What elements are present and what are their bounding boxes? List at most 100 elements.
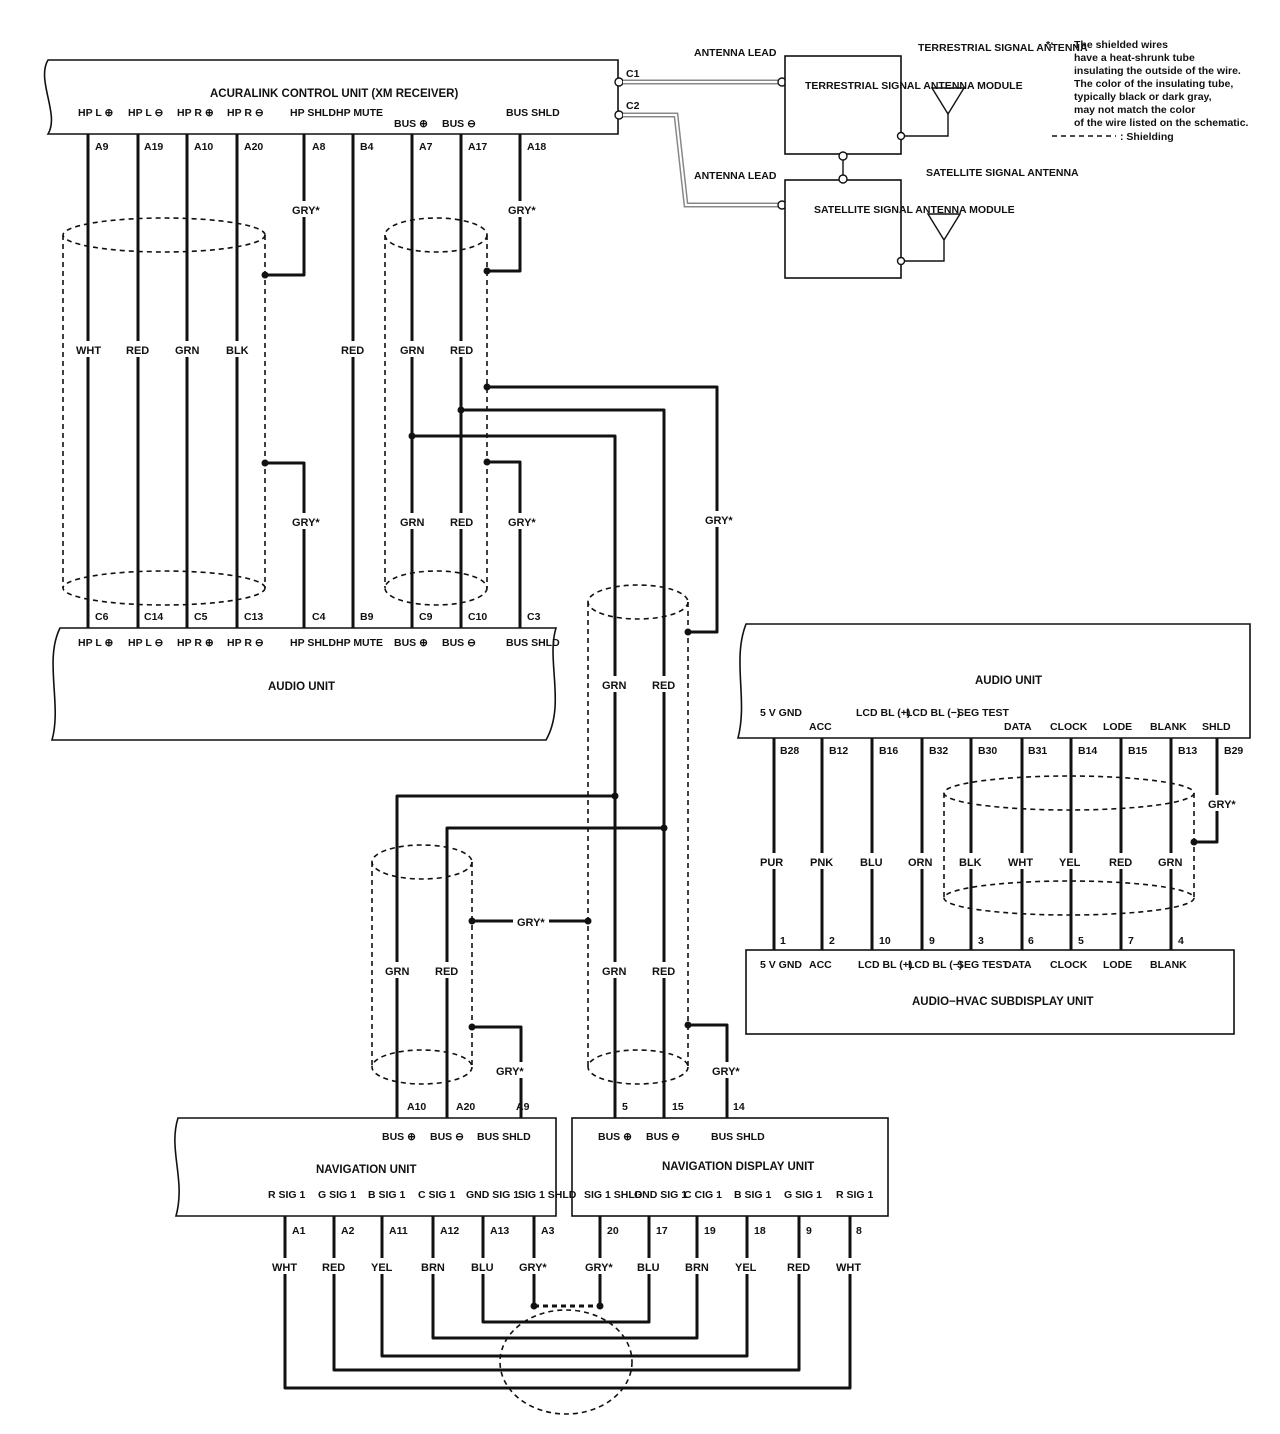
audio-right-pin-b14: B14	[1078, 745, 1097, 757]
color-nav-g-sig: RED	[322, 1262, 345, 1274]
color-lode: RED	[1109, 857, 1132, 869]
acuralink-pin-b4: B4	[360, 141, 374, 153]
note-line-4: The color of the insulating tube,	[1074, 78, 1233, 90]
wire-r-sig	[283, 1216, 852, 1390]
dot-hp-shld-bottom	[261, 459, 269, 467]
audio-right-pin-labels: 5 V GND ACC LCD BL (+) LCD BL (−) SEG TE…	[760, 707, 1243, 757]
audio-left-label-7: BUS ⊕	[394, 637, 428, 649]
nav-pin-a9: A9	[516, 1101, 530, 1113]
subdisplay-label-6: DATA	[1004, 959, 1032, 971]
acuralink-pin-a20: A20	[244, 141, 263, 153]
color-lcd-bl-minus: ORN	[908, 857, 933, 869]
acuralink-pin-label-7: BUS ⊕	[394, 118, 428, 130]
nav-sig-label-4: C SIG 1	[418, 1189, 456, 1201]
color-nav-bus-minus: RED	[435, 966, 458, 978]
note-line-6: may not match the color	[1074, 104, 1195, 116]
audio-left-pin-c10: C10	[468, 611, 487, 623]
shield-subdisplay-bottom	[943, 880, 1195, 916]
audio-right-pin-b15: B15	[1128, 745, 1147, 757]
wire-bus-shld-top	[487, 134, 522, 273]
audio-left-label-2: HP L ⊖	[128, 637, 163, 649]
acuralink-pin-label-2: HP L ⊖	[128, 107, 163, 119]
antenna-section: ANTENNA LEAD ANTENNA LEAD TERRESTRIAL SI…	[623, 42, 1088, 279]
color-display-bus-plus-upper: GRN	[602, 680, 627, 692]
display-pin-20: 20	[607, 1225, 619, 1237]
antenna-lead-2-cable	[623, 112, 782, 208]
wire-b-sig	[380, 1216, 749, 1358]
acuralink-pin-a8: A8	[312, 141, 326, 153]
shield-bus-display-top	[587, 584, 689, 620]
wire-bus-plus-to-nav	[395, 794, 615, 1118]
terrestrial-antenna-label: TERRESTRIAL SIGNAL ANTENNA	[918, 42, 1088, 54]
subdisplay-pin-7: 7	[1128, 935, 1134, 947]
audio-left-pin-c9: C9	[419, 611, 433, 623]
acuralink-pin-label-8: BUS ⊖	[442, 118, 476, 130]
wire-bus-shld-bottom	[487, 460, 522, 628]
audio-left-pin-labels: C6 C14 C5 C13 C4 B9 C9 C10 C3 HP L ⊕ HP …	[78, 611, 560, 649]
nav-sig-label-3: B SIG 1	[368, 1189, 406, 1201]
color-nav-bus-plus: GRN	[385, 966, 410, 978]
dot-nav-shld-right	[584, 917, 592, 925]
satellite-antenna-wire	[901, 240, 945, 262]
terrestrial-antenna-wire	[901, 114, 949, 137]
nav-sig-label-1: R SIG 1	[268, 1189, 306, 1201]
audio-right-pin-b29: B29	[1224, 745, 1243, 757]
color-5v-gnd: PUR	[760, 857, 783, 869]
audio-left-label-9: BUS SHLD	[506, 637, 560, 649]
acuralink-pin-a7: A7	[419, 141, 433, 153]
dot-nav-shld-bottom	[468, 1023, 476, 1031]
wire-colors-upper: WHT RED GRN BLK GRY* RED GRN RED GRY*	[72, 201, 538, 357]
subdisplay-label-9: BLANK	[1150, 959, 1187, 971]
audio-right-pin-b16: B16	[879, 745, 898, 757]
audio-right-label-2: ACC	[809, 721, 832, 733]
color-seg-test: BLK	[959, 857, 982, 869]
color-hp-shld-lower: GRY*	[292, 517, 320, 529]
audio-left-label-6: HP MUTE	[336, 637, 383, 649]
color-bus-shld: GRY*	[508, 205, 536, 217]
navigation-unit: NAVIGATION UNIT	[174, 1117, 557, 1217]
nav-bus-minus-label: BUS ⊖	[430, 1131, 464, 1143]
note-line-1: The shielded wires	[1074, 39, 1168, 51]
shield-hp-top	[62, 217, 266, 253]
acuralink-connector-c1: C1	[626, 68, 640, 80]
antenna-lead-2-label: ANTENNA LEAD	[694, 170, 777, 182]
display-pin-9: 9	[806, 1225, 812, 1237]
subdisplay-pin-labels: 1 2 10 9 3 6 5 7 4 5 V GND ACC LCD BL (+…	[760, 935, 1187, 971]
display-bus-shld-label: BUS SHLD	[711, 1131, 765, 1143]
acuralink-control-unit: ACURALINK CONTROL UNIT (XM RECEIVER) C1 …	[43, 59, 640, 135]
satellite-module-label: SATELLITE SIGNAL ANTENNA MODULE	[814, 204, 1015, 216]
audio-right-pin-b31: B31	[1028, 745, 1047, 757]
audio-right-label-10: SHLD	[1202, 721, 1231, 733]
color-lcd-bl-plus: BLU	[860, 857, 883, 869]
audio-left-pin-c14: C14	[144, 611, 163, 623]
wire-display-bus-shld	[688, 1023, 729, 1118]
acuralink-c2-node	[614, 110, 624, 120]
subdisplay-label-2: ACC	[809, 959, 832, 971]
terrestrial-module-box	[784, 55, 902, 155]
display-bus-minus-label: BUS ⊖	[646, 1131, 680, 1143]
navigation-display-unit: NAVIGATION DISPLAY UNIT	[571, 1117, 889, 1217]
display-pin-5: 5	[622, 1101, 628, 1113]
color-hp-l-plus: WHT	[76, 345, 101, 357]
nav-sig-label-6: SIG 1 SHLD	[518, 1189, 577, 1201]
audio-right-label-9: BLANK	[1150, 721, 1187, 733]
audio-right-label-8: LODE	[1103, 721, 1132, 733]
color-display-c-sig: BRN	[685, 1262, 709, 1274]
wire-bus-minus-to-display	[461, 408, 666, 1118]
wire-g-sig	[332, 1216, 801, 1372]
color-bus-minus-lower: RED	[450, 517, 473, 529]
acuralink-pin-a9: A9	[95, 141, 109, 153]
color-bus-plus: GRN	[400, 345, 425, 357]
shield-rgb-bundle	[499, 1309, 633, 1415]
acuralink-pin-label-4: HP R ⊖	[227, 107, 264, 119]
audio-right-label-5: SEG TEST	[957, 707, 1010, 719]
shield-bus-upper-top	[384, 217, 488, 253]
dot-subdisplay-shld	[1190, 838, 1198, 846]
shield-subdisplay-top	[943, 775, 1195, 811]
shield-bus-nav-top	[371, 844, 473, 880]
shield-bus-upper-bottom	[384, 570, 488, 606]
nav-pin-a10: A10	[407, 1101, 426, 1113]
display-pin-8: 8	[856, 1225, 862, 1237]
dot-bus-shld-bottom	[483, 458, 491, 466]
